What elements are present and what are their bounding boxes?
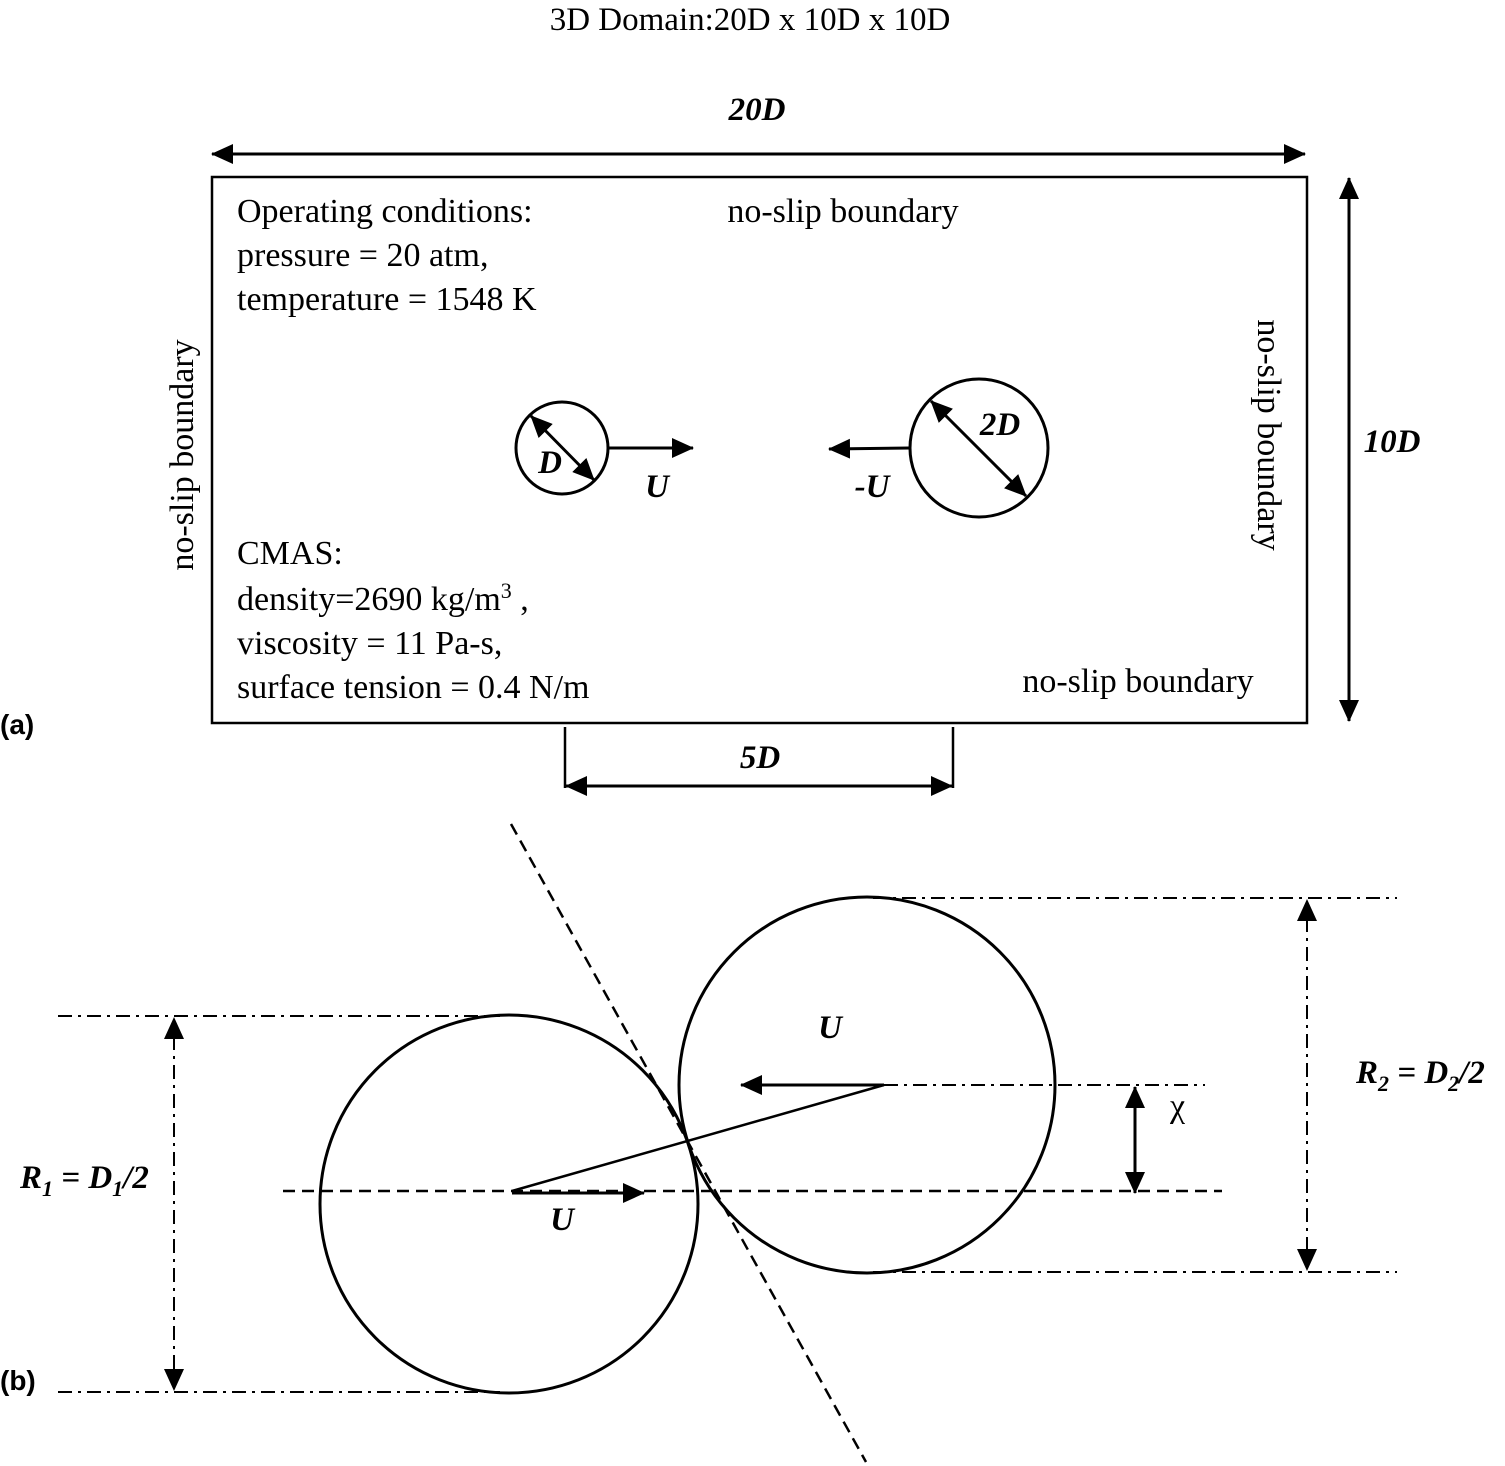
lower-droplet (318, 1013, 700, 1395)
r1-arrowhead-top (164, 1017, 184, 1039)
spacing-label: 5D (740, 740, 781, 776)
r1-arrowhead-bottom (164, 1369, 184, 1391)
large-droplet-diameter-arrow (929, 399, 1028, 498)
velocity-arrow-right-droplet (828, 438, 911, 459)
density-suffix: , (512, 581, 529, 618)
density-text: density=2690 kg/m (237, 581, 501, 618)
operating-pressure: pressure = 20 atm, (237, 237, 488, 274)
r1-eq: = D (53, 1160, 112, 1196)
center-connector-line (511, 1083, 885, 1193)
height-label: 10D (1364, 424, 1421, 460)
small-droplet-label: D (537, 445, 562, 481)
width-label: 20D (728, 92, 786, 128)
lower-velocity-label: U (550, 1202, 576, 1238)
domain-box (210, 175, 1309, 725)
r1-sub: 1 (42, 1176, 53, 1201)
velocity-right-label: -U (855, 469, 892, 505)
small-droplet-diameter-arrow (529, 414, 596, 482)
operating-heading: Operating conditions: (237, 193, 533, 230)
boundary-left-label: no-slip boundary (164, 339, 201, 570)
density-exponent: 3 (501, 578, 512, 603)
panel-a: 20D 10D Operating conditions: pressure =… (0, 92, 1421, 796)
offset-label: χ (1169, 1088, 1185, 1125)
upper-droplet (677, 895, 1057, 1275)
panel-b-label: (b) (0, 1365, 36, 1396)
r2-main: R (1355, 1055, 1378, 1091)
cmas-density: density=2690 kg/m3 , (237, 578, 529, 618)
r2-sub2: 2 (1447, 1071, 1459, 1096)
cmas-viscosity: viscosity = 11 Pa-s, (237, 625, 502, 662)
cmas-heading: CMAS: (237, 535, 343, 572)
large-droplet-label: 2D (979, 407, 1021, 443)
operating-temperature: temperature = 1548 K (237, 281, 537, 318)
figure-title: 3D Domain:20D x 10D x 10D (550, 2, 951, 38)
r2-eq: = D (1389, 1055, 1448, 1091)
boundary-right-label: no-slip boundary (1250, 319, 1287, 550)
r1-tail: /2 (121, 1160, 149, 1196)
r1-label: R1 = D1/2 (19, 1160, 149, 1201)
r1-sub2: 1 (112, 1176, 123, 1201)
r2-arrowhead-bottom (1297, 1249, 1317, 1271)
boundary-bottom-label: no-slip boundary (1022, 663, 1253, 700)
cmas-surface-tension: surface tension = 0.4 N/m (237, 669, 589, 706)
velocity-left-label: U (645, 469, 671, 505)
panel-b: R1 = D1/2 R2 = D2/2 χ U U (b) (0, 823, 1485, 1463)
boundary-top-label: no-slip boundary (727, 193, 958, 230)
panel-a-label: (a) (0, 709, 34, 740)
r2-tail: /2 (1457, 1055, 1485, 1091)
r2-sub: 2 (1377, 1071, 1389, 1096)
r2-label: R2 = D2/2 (1355, 1055, 1485, 1096)
r2-arrowhead-top (1297, 899, 1317, 921)
r1-main: R (19, 1160, 42, 1196)
upper-velocity-label: U (818, 1010, 844, 1046)
